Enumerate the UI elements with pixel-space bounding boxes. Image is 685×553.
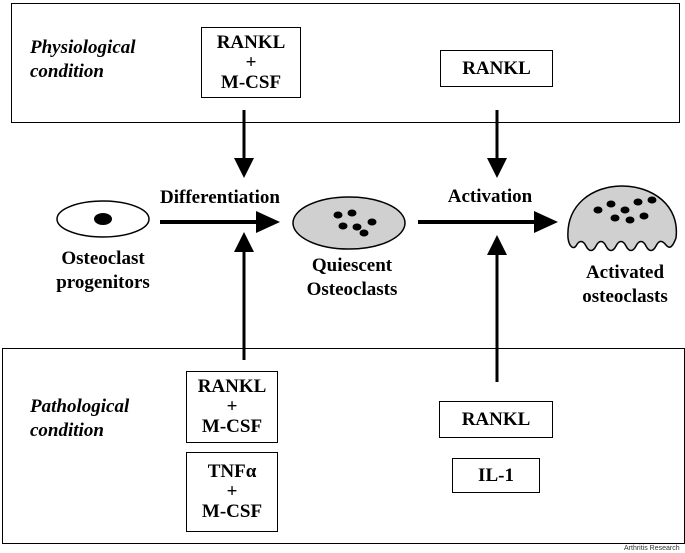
pathological-act-box-rankl: RANKL — [439, 401, 553, 438]
pathological-diff-box-rankl: RANKL + M-CSF — [186, 371, 278, 443]
activation-label: Activation — [447, 186, 533, 207]
arrow-down-activation — [487, 110, 507, 178]
activated-osteoclast-icon — [567, 185, 678, 252]
quiescent-label: Quiescent Osteoclasts — [306, 255, 398, 300]
physiological-panel — [11, 3, 680, 123]
progenitor-cell-icon — [56, 200, 150, 238]
differentiation-label: Differentiation — [160, 187, 280, 208]
arrow-up-differentiation — [234, 232, 254, 360]
arrow-up-activation — [487, 235, 507, 382]
pathological-diff-box-tnf: TNFα + M-CSF — [186, 452, 278, 532]
progenitors-label: Osteoclast progenitors — [56, 248, 150, 293]
quiescent-osteoclast-icon — [292, 196, 406, 250]
arrow-differentiation — [160, 211, 280, 233]
physiological-diff-box: RANKL + M-CSF — [201, 27, 301, 98]
pathological-label: Pathological condition — [30, 396, 130, 441]
pathological-act-box-il1: IL-1 — [452, 458, 540, 493]
arrow-activation — [418, 211, 558, 233]
pathological-panel — [2, 348, 685, 544]
physiological-label: Physiological condition — [30, 37, 136, 82]
arrow-down-differentiation — [234, 110, 254, 178]
activated-label: Activated osteoclasts — [582, 262, 668, 307]
physiological-act-box: RANKL — [440, 50, 553, 87]
source-credit: Arthritis Research — [624, 545, 680, 552]
